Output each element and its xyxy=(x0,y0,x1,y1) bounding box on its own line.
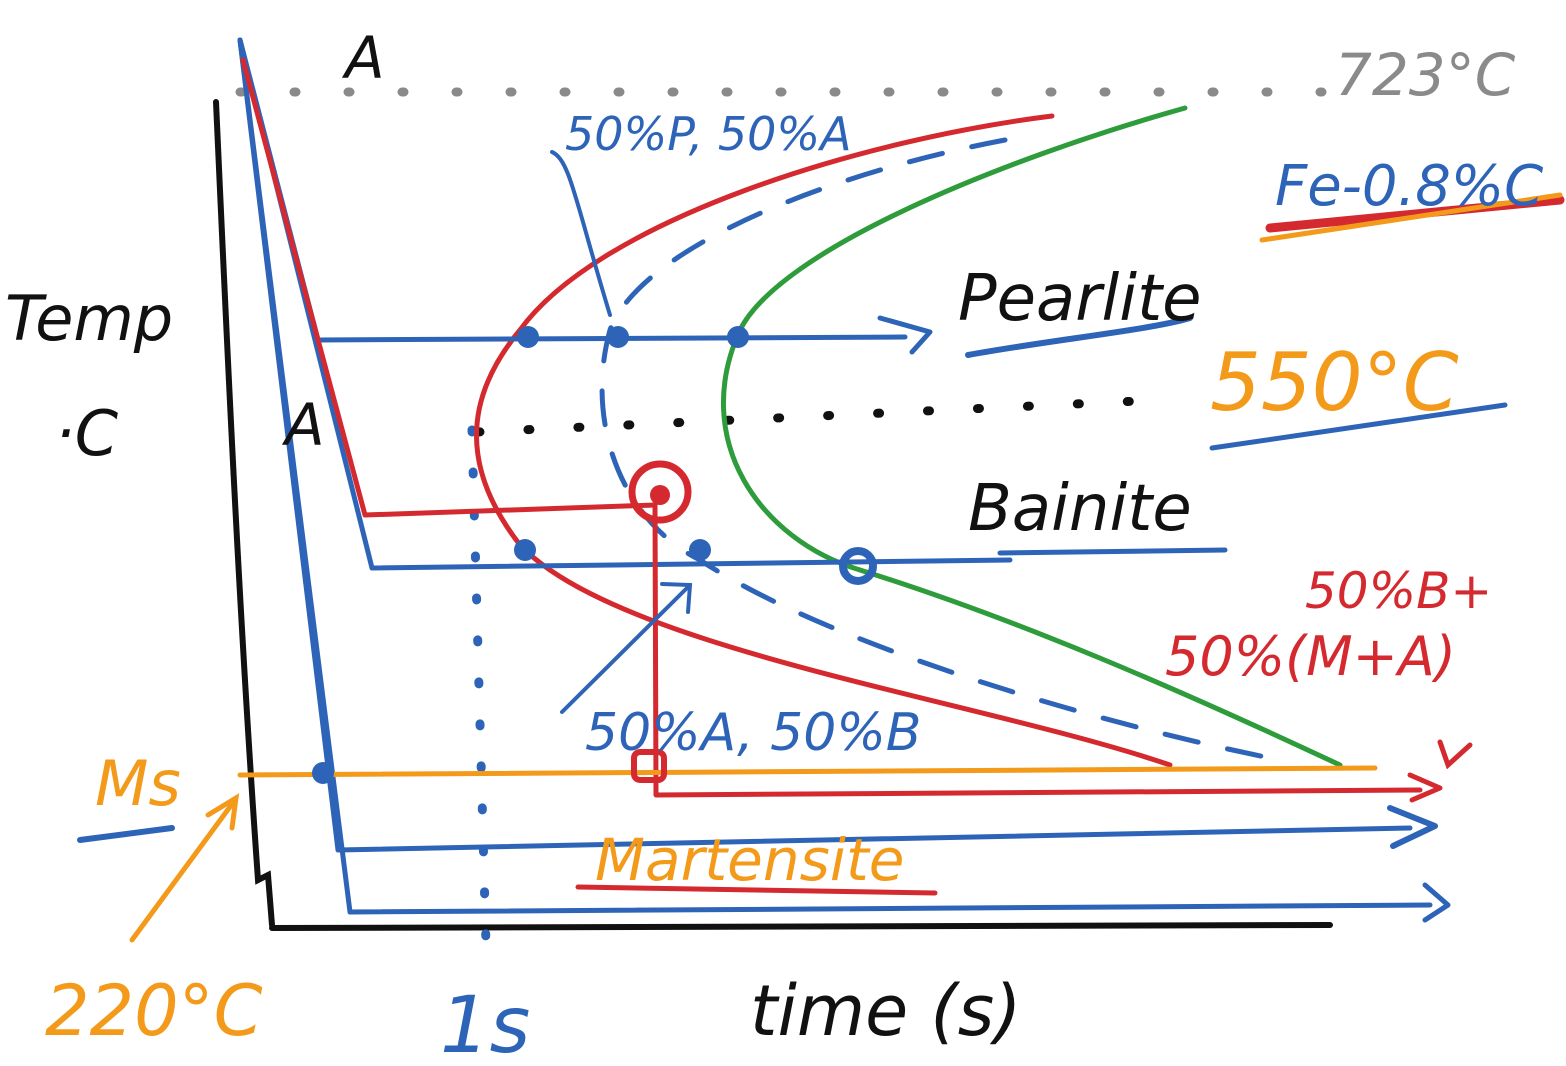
arrowhead-red xyxy=(1407,772,1443,803)
y-axis xyxy=(213,99,275,928)
underline-alloy-orange xyxy=(1259,192,1563,243)
label-pearlite-50: 50%P, 50%A xyxy=(565,107,852,161)
cooling-path-red xyxy=(240,57,1423,798)
label-bainite: Bainite xyxy=(968,472,1192,546)
underline-ms xyxy=(77,825,175,843)
fifty-percent-curve xyxy=(599,137,1283,763)
labels: A A 723°C Fe-0.8%C Temp ·C Pearlite 550°… xyxy=(5,24,1543,1066)
label-550: 550°C xyxy=(1210,336,1459,429)
nose-550-line xyxy=(473,395,1165,437)
label-723: 723°C xyxy=(1335,41,1516,109)
marker-red-hold xyxy=(628,460,692,524)
cooling-paths xyxy=(237,37,1451,923)
one-second-line xyxy=(467,425,491,950)
marker-red-ms xyxy=(631,749,667,783)
marker-bainite-start xyxy=(514,539,536,561)
label-y-axis-temp: Temp xyxy=(5,282,173,355)
arrowhead-martensite-1 xyxy=(1387,805,1438,849)
marker-pearlite-start xyxy=(517,326,539,348)
underline-bainite xyxy=(997,547,1228,556)
pointer-bainite-50-head xyxy=(660,582,693,614)
annotation-marks xyxy=(77,150,1565,943)
underline-martensite xyxy=(575,884,938,896)
label-bainite-50: 50%A, 50%B xyxy=(585,703,921,763)
marker-pearlite-finish xyxy=(727,326,749,348)
red-end-mark xyxy=(1437,739,1473,770)
arrowhead-martensite-2 xyxy=(1422,882,1451,923)
label-y-axis-unit: ·C xyxy=(55,397,119,470)
label-220: 220°C xyxy=(45,970,263,1052)
label-austenite-top: A xyxy=(341,24,385,92)
transformation-curves xyxy=(474,105,1343,768)
pointer-220 xyxy=(129,797,238,943)
pointer-220-head xyxy=(205,793,240,831)
label-red-result-2: 50%(M+A) xyxy=(1165,625,1456,688)
label-ms: Ms xyxy=(95,747,181,820)
underline-550 xyxy=(1209,402,1508,451)
arrowhead-pearlite xyxy=(877,315,933,355)
marker-pearlite-50 xyxy=(607,326,629,348)
label-x-axis: time (s) xyxy=(750,970,1022,1052)
label-pearlite: Pearlite xyxy=(958,262,1202,336)
marker-bainite-finish xyxy=(839,547,877,585)
x-axis xyxy=(269,922,1333,931)
label-one-second: 1s xyxy=(440,981,530,1066)
label-red-result-1: 50%B+ xyxy=(1305,562,1492,620)
label-austenite-mid: A xyxy=(281,391,325,459)
marker-ms-crossing xyxy=(312,762,334,784)
label-alloy: Fe-0.8%C xyxy=(1275,154,1543,219)
label-martensite: Martensite xyxy=(595,826,904,894)
axes xyxy=(213,99,1333,931)
cooling-path-martensite-2 xyxy=(237,37,1433,915)
marker-bainite-50 xyxy=(689,539,711,561)
markers xyxy=(312,326,877,784)
reference-lines xyxy=(235,87,1335,950)
ms-line xyxy=(237,765,1378,778)
underline-pearlite xyxy=(965,315,1193,358)
start-curve xyxy=(474,113,1173,768)
marker-red-hold-core xyxy=(650,485,670,505)
finish-curve xyxy=(721,105,1343,768)
pointer-bainite-50 xyxy=(560,583,692,714)
pointer-pearlite-50 xyxy=(550,150,612,317)
